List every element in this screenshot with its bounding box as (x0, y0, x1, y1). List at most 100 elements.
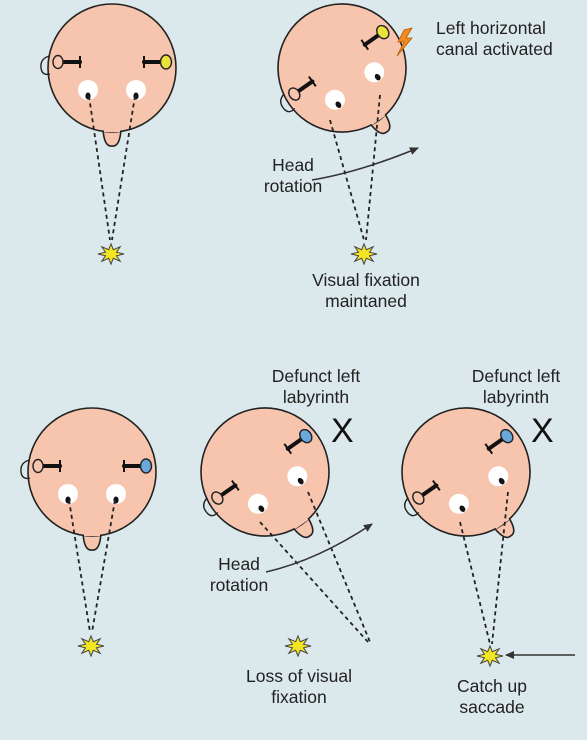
canal-bar (432, 479, 441, 491)
left-ear (403, 497, 420, 517)
nose (291, 516, 314, 539)
star-icon (476, 644, 504, 668)
right-canal-icon (360, 24, 390, 51)
canal-ampulla (412, 491, 425, 505)
canal-ampulla (139, 458, 153, 474)
canal-bar (484, 443, 494, 455)
left-ear (202, 497, 219, 517)
fixation-label-line2: maintaned (325, 291, 407, 311)
left-pupil (459, 505, 466, 512)
right-canal-icon (142, 54, 173, 70)
left-pupil (335, 101, 342, 108)
rotation-label-line2: rotation (209, 575, 269, 595)
left-ear (279, 93, 296, 113)
right-pupil (297, 477, 304, 485)
nose (368, 112, 391, 135)
star-icon (97, 242, 125, 266)
canal-bar (231, 479, 240, 491)
catch-up-saccade-label: Catch up saccade (442, 676, 542, 718)
canal-bar (283, 443, 293, 455)
sightline-left (459, 521, 491, 645)
sightline-left (88, 95, 111, 241)
sightline-right (491, 491, 509, 645)
nose (492, 516, 515, 539)
head-rotated-bottom-mid (200, 407, 330, 539)
curved-arrow-icon (311, 147, 419, 181)
right-pupil (498, 477, 505, 485)
left-canal-icon (52, 54, 82, 70)
left-canal-icon (288, 75, 317, 101)
canal-label-line1: Left horizontal (436, 18, 546, 38)
rotation-label-line1: Head (272, 155, 314, 175)
sightline-right (365, 94, 381, 241)
sightline-right (111, 95, 136, 241)
left-eye (58, 484, 78, 504)
head-outline (27, 407, 157, 537)
fixation-label-line1: Visual fixation (312, 270, 420, 290)
head-neutral-bottom (20, 407, 157, 551)
canal-ampulla (159, 54, 173, 70)
loss-label-line1: Loss of visual (245, 666, 353, 686)
nose-seam (291, 514, 309, 530)
left-ear (20, 459, 31, 480)
loss-label-line2: fixation (271, 687, 327, 707)
rotation-label-line1: Head (218, 554, 260, 574)
canal-ampulla (52, 54, 64, 70)
star-icon (350, 242, 378, 266)
canal-ampulla (299, 428, 313, 444)
canal-ampulla (500, 428, 514, 444)
canal-ampulla (288, 87, 301, 101)
sightline-left (259, 521, 369, 643)
left-eye (78, 80, 98, 100)
saccade-label-line1: Catch up (456, 676, 528, 696)
head-outline (47, 3, 177, 133)
left-canal-icon (412, 479, 441, 505)
sightline-left (329, 119, 365, 241)
nose (102, 128, 122, 147)
canal-label-line2: canal activated (436, 39, 553, 59)
head-rotation-label-top: Head rotation (258, 155, 328, 197)
head-neutral-top (40, 3, 177, 147)
canal-bar (360, 39, 370, 51)
nose-seam (84, 530, 100, 536)
nose (82, 532, 102, 551)
nose-seam (104, 126, 120, 132)
right-canal-icon (122, 458, 153, 474)
visual-fixation-label: Visual fixation maintaned (296, 270, 436, 312)
nose-seam (492, 514, 510, 530)
left-canal-icon (211, 479, 240, 505)
defunct-label-line1: Defunct left (271, 366, 361, 386)
canal-ampulla (376, 24, 390, 40)
left-pupil (258, 505, 265, 512)
defunct-x-mark-right: X (531, 412, 554, 450)
defunct-labyrinth-label-mid: Defunct left labyrinth (256, 366, 376, 408)
lightning-flash-icon (396, 27, 413, 57)
curved-arrow-icon (265, 523, 373, 573)
defunct-labyrinth-label-right: Defunct left labyrinth (456, 366, 576, 408)
right-pupil (374, 73, 381, 81)
star-icon (284, 634, 312, 658)
head-rotation-label-bottom: Head rotation (204, 554, 274, 596)
canal-bar (308, 75, 317, 87)
defunct-label-line2: labyrinth (482, 387, 550, 407)
canal-ampulla (211, 491, 224, 505)
head-outline (277, 3, 407, 133)
rotation-label-line2: rotation (263, 176, 323, 196)
sightline-right (307, 491, 371, 643)
canal-ampulla (32, 458, 44, 474)
head-outline (401, 407, 531, 537)
defunct-label-line2: labyrinth (282, 387, 350, 407)
left-ear (40, 55, 51, 76)
star-icon (77, 634, 105, 658)
saccade-label-line2: saccade (459, 697, 525, 717)
head-outline (200, 407, 330, 537)
defunct-x-mark-mid: X (331, 412, 354, 450)
loss-of-fixation-label: Loss of visual fixation (232, 666, 366, 708)
left-canal-icon (32, 458, 62, 474)
right-canal-icon (283, 428, 313, 455)
right-eye (106, 484, 126, 504)
head-rotated-bottom-right (401, 407, 531, 539)
head-rotated-top (277, 3, 407, 135)
right-eye (126, 80, 146, 100)
